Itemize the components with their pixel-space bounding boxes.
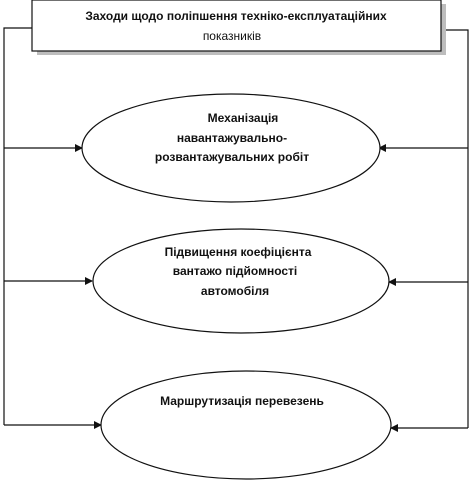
node-routing: Маршрутизація перевезень (100, 370, 392, 480)
title-box-frame (31, 0, 442, 52)
right-top-connector (446, 29, 469, 428)
connector-lines (3, 27, 469, 432)
node-mechanization-line-3: розвантажувальних робіт (155, 150, 309, 164)
node-capacity-coefficient: Підвищення коефіцієнта вантажо підйомнос… (92, 228, 390, 334)
node-capacity-coefficient-line-3: автомобіля (201, 284, 269, 298)
title-line-2: показників (203, 29, 261, 43)
left-top-connector (3, 27, 32, 425)
node-mechanization-line-2: навантажувально- (177, 131, 287, 145)
node-routing-ellipse (100, 370, 392, 480)
node-capacity-coefficient-ellipse (92, 228, 390, 334)
node-mechanization-ellipse (81, 93, 381, 203)
node-mechanization-line-1: Механізація (208, 111, 279, 125)
title-line-1: Заходи щодо поліпшення техніко-експлуата… (85, 9, 387, 23)
node-capacity-coefficient-line-1: Підвищення коефіцієнта (165, 245, 312, 259)
node-mechanization: Механізація навантажувально- розвантажув… (81, 93, 381, 203)
node-capacity-coefficient-line-2: вантажо підйомності (173, 264, 298, 278)
title-box: Заходи щодо поліпшення техніко-експлуата… (31, 0, 446, 55)
node-routing-line-1: Маршрутизація перевезень (160, 394, 324, 408)
